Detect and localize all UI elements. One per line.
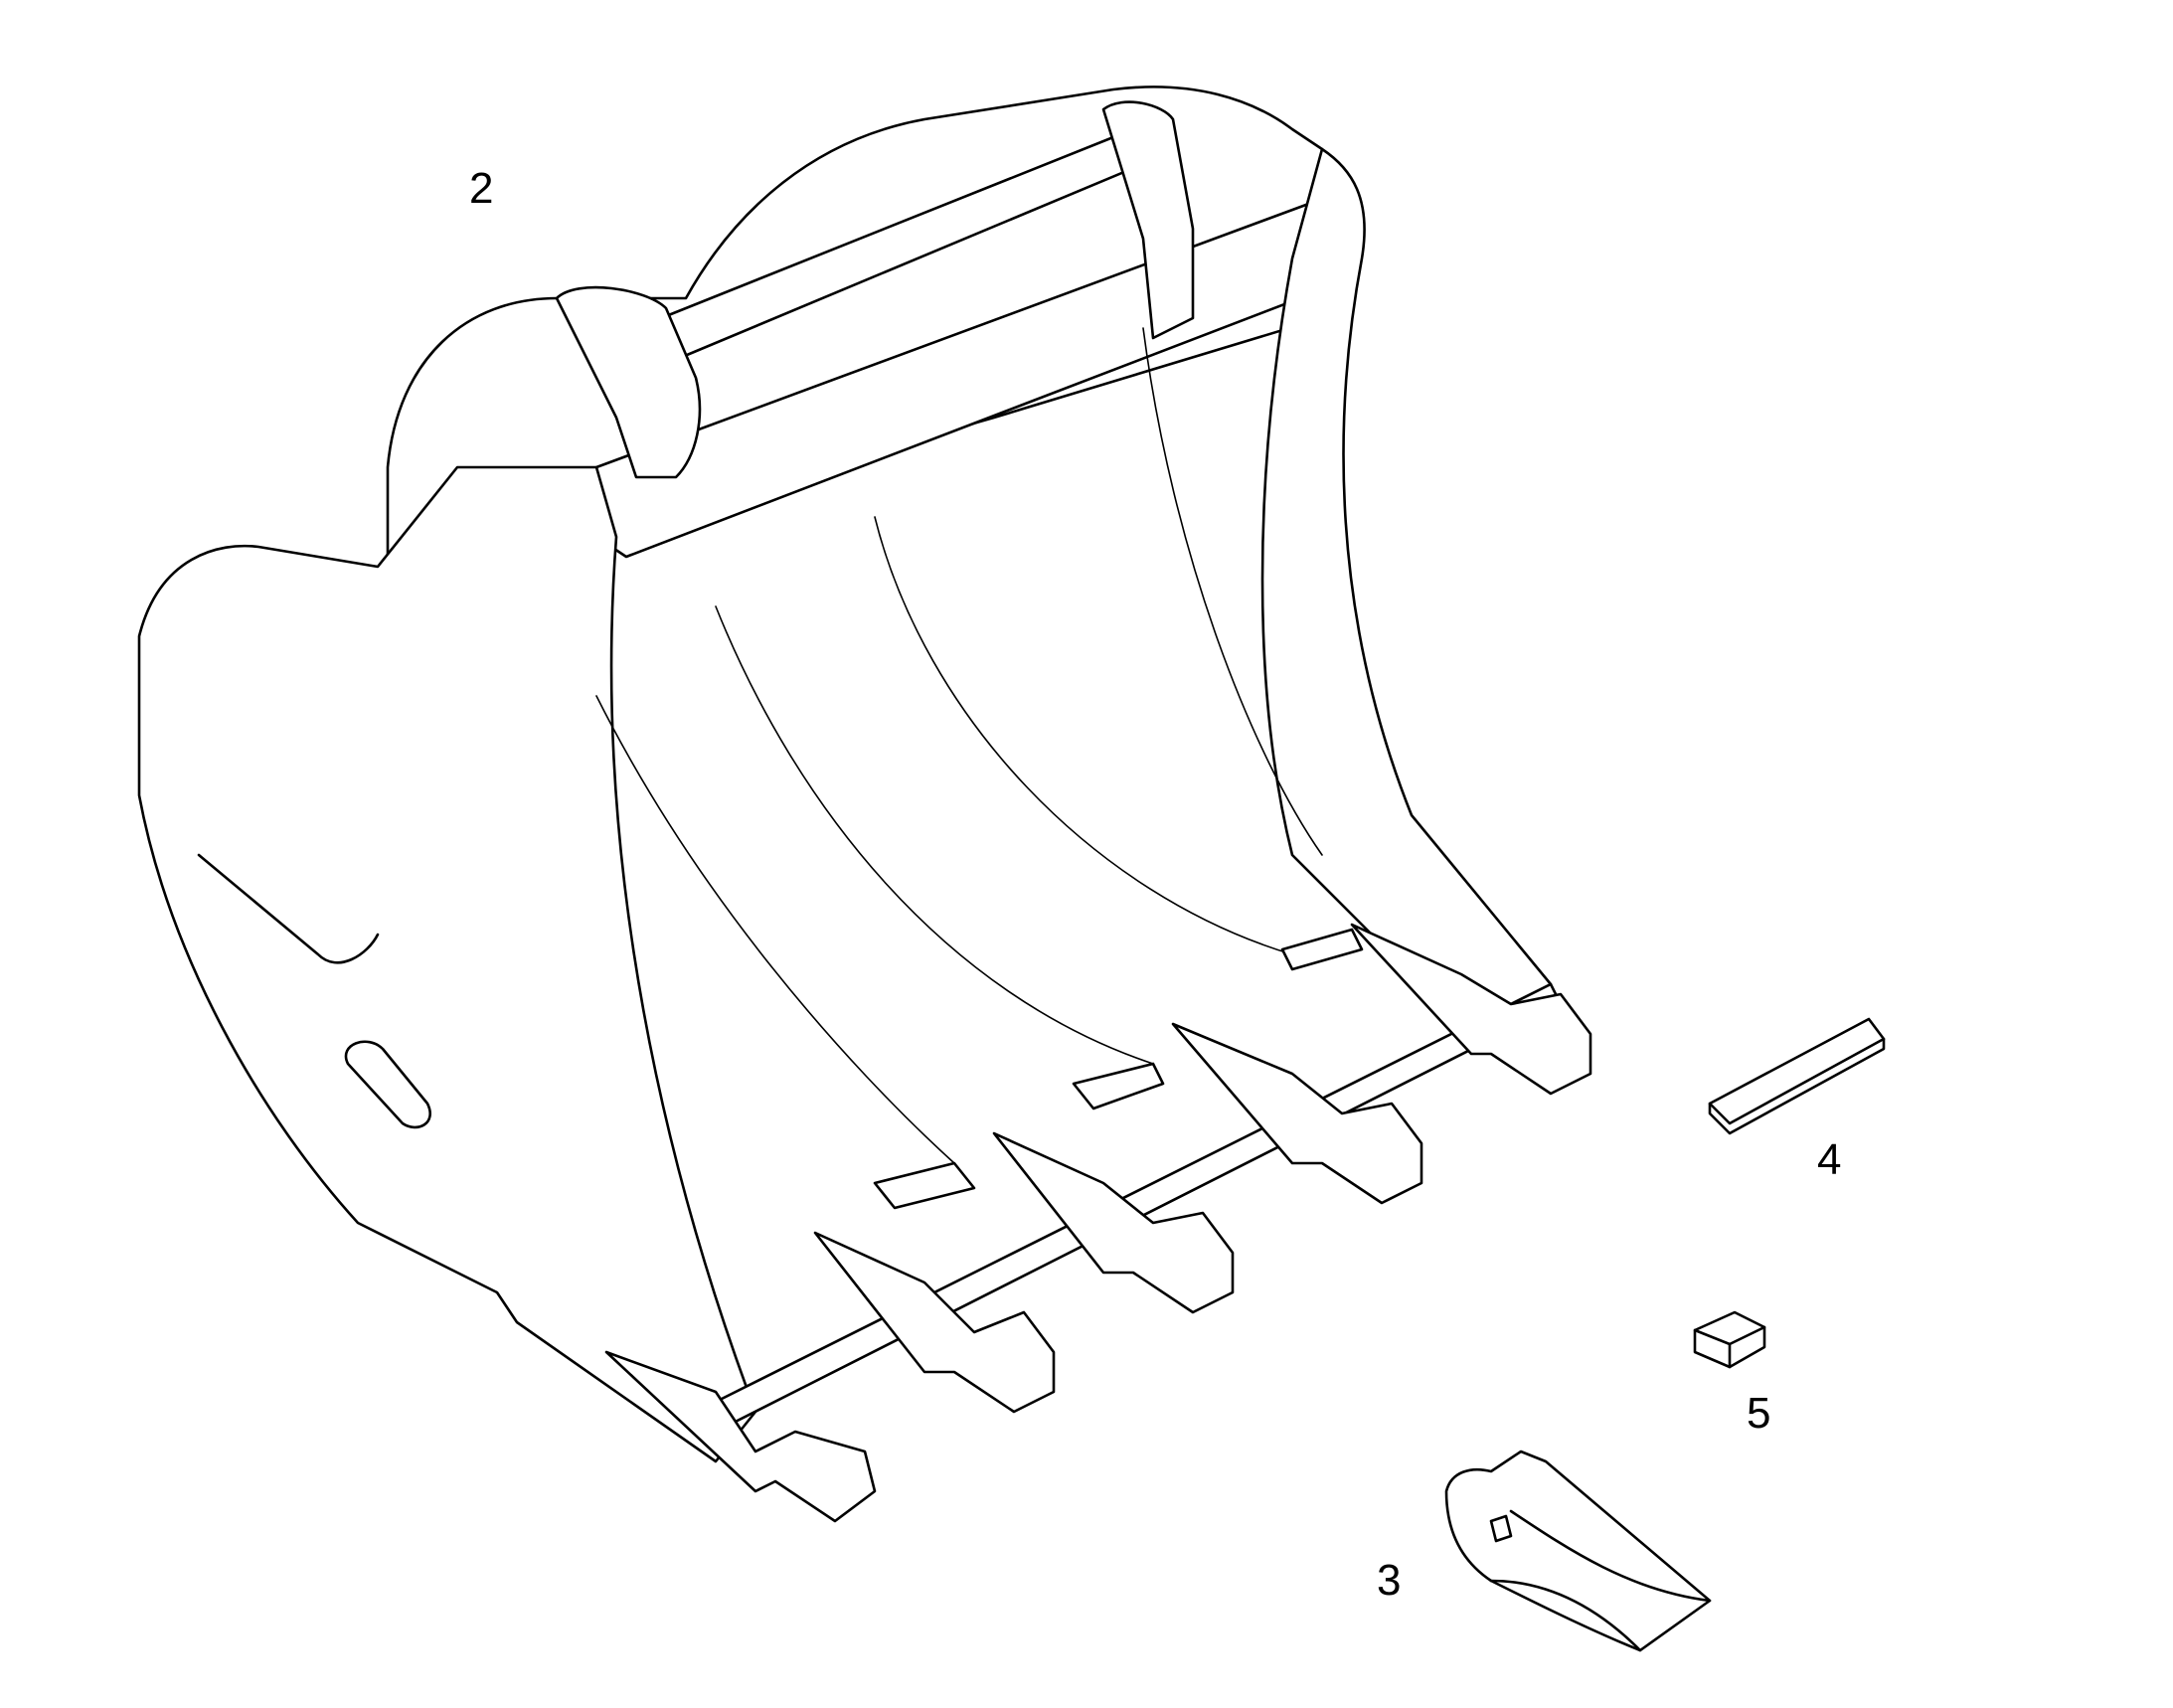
bucket-ear-right: [1101, 100, 1195, 340]
tooth-adapter-4: [1171, 1022, 1423, 1205]
tooth-adapter-5: [1350, 923, 1592, 1096]
bucket-floor-plate-1: [873, 1161, 976, 1210]
callout-4: 4: [1817, 1135, 1842, 1184]
bucket-floor-plate-3: [1280, 928, 1364, 971]
bucket-floor-plate-2: [1072, 1062, 1165, 1110]
part-3-tooth: [1444, 1450, 1712, 1652]
callout-3: 3: [1377, 1556, 1402, 1605]
bucket-rib-2: [715, 605, 1154, 1065]
bucket-rib-4: [1142, 327, 1323, 856]
part-4-wear-segment: [1708, 1017, 1886, 1125]
bucket-ear-left: [555, 285, 702, 479]
bucket-side-wear-strip: [197, 853, 380, 964]
tooth-adapter-3: [992, 1131, 1235, 1314]
callout-2: 2: [469, 164, 494, 213]
bucket-rib-1: [595, 695, 955, 1164]
bucket-side-plate-right: [1260, 147, 1553, 1006]
bucket-rib-3: [874, 516, 1293, 955]
part-4-wear-segment-edge: [1708, 1037, 1886, 1135]
part-5-retainer-face: [1693, 1325, 1766, 1369]
part-3-tooth-ridge: [1489, 1509, 1712, 1652]
bucket-teeth: [604, 923, 1592, 1523]
tooth-adapter-2: [813, 1231, 1056, 1414]
bucket-side-slot: [344, 1040, 431, 1129]
part-5-retainer: [1693, 1310, 1766, 1369]
bucket-side-plate-left: [137, 465, 757, 1463]
part-3-tooth-pin-hole: [1489, 1514, 1513, 1543]
tooth-adapter-1: [604, 1350, 877, 1523]
bucket-assembly: [137, 85, 1592, 1523]
callout-5: 5: [1747, 1389, 1771, 1438]
